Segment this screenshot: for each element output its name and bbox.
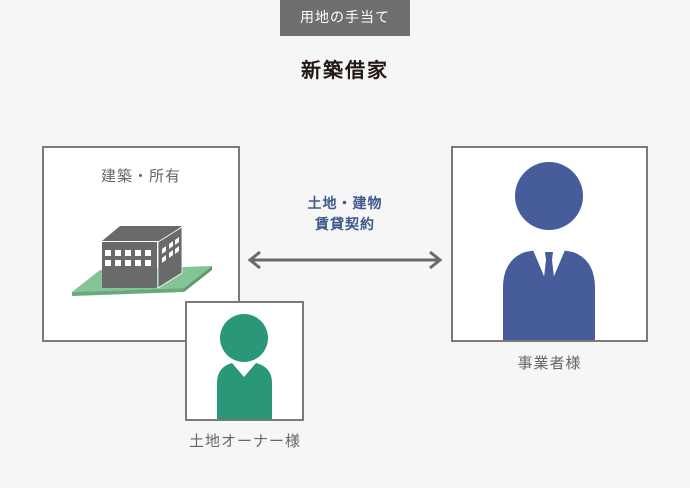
land-owner-box [185, 301, 304, 421]
person-icon [217, 314, 272, 419]
construction-label: 建築・所有 [100, 167, 181, 185]
contract-line-1: 土地・建物 [307, 196, 383, 212]
building-icon [72, 226, 212, 296]
business-label: 事業者様 [517, 354, 582, 372]
contract-label: 土地・建物 賃貸契約 [280, 194, 410, 236]
section-tag: 用地の手当て [280, 0, 410, 36]
businessman-icon [503, 162, 595, 340]
business-box [451, 146, 648, 342]
contract-line-2: 賃貸契約 [315, 217, 375, 233]
land-owner-label: 土地オーナー様 [188, 432, 301, 450]
construction-box: 建築・所有 [42, 146, 240, 342]
page-title: 新築借家 [301, 58, 389, 82]
double-arrow-icon [247, 250, 443, 270]
